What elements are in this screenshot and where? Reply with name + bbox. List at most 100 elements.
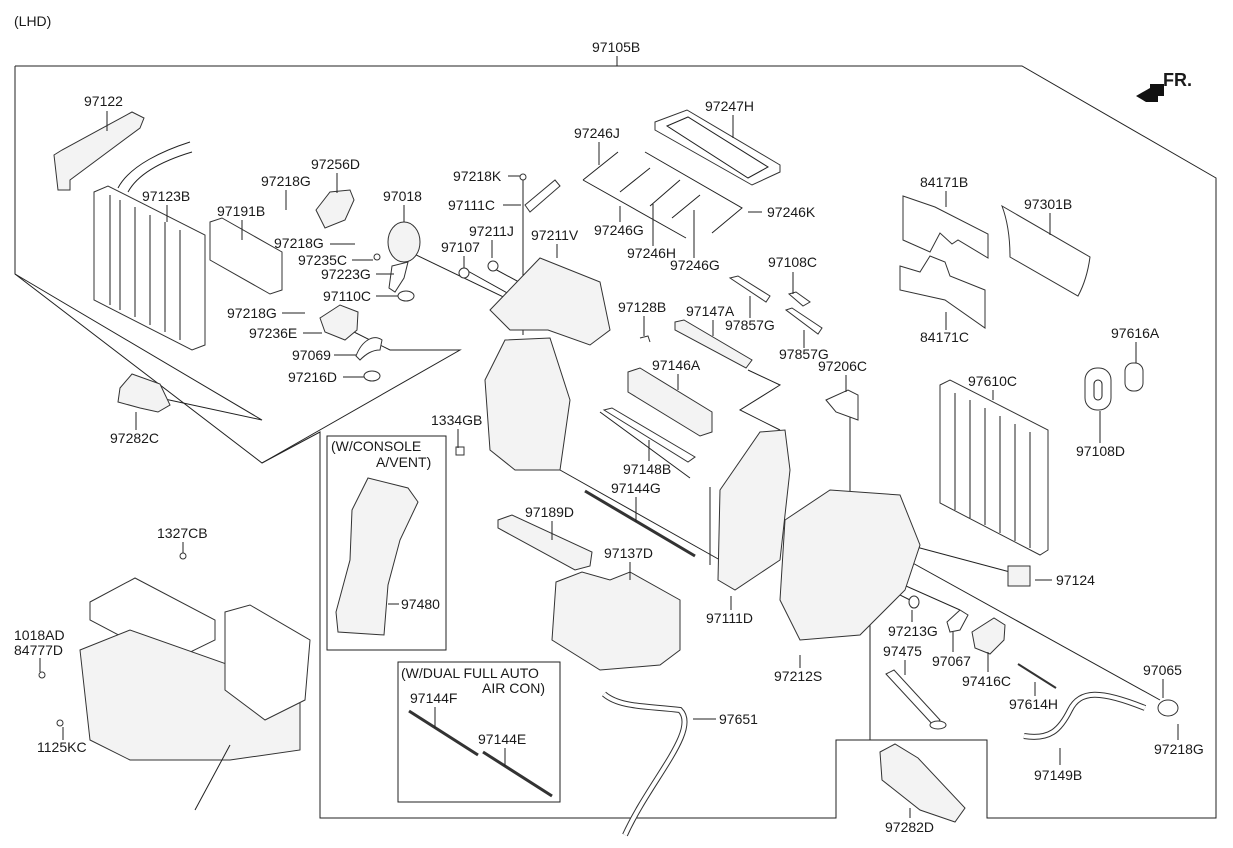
part-label-97069[interactable]: 97069 bbox=[292, 347, 331, 363]
part-97211V-case[interactable] bbox=[489, 257, 611, 346]
part-label-97149b[interactable]: 97149B bbox=[1034, 767, 1082, 783]
part-97108C-pad[interactable] bbox=[787, 291, 811, 307]
part-label-97144e[interactable]: 97144E bbox=[478, 731, 526, 747]
part-label-97211v[interactable]: 97211V bbox=[531, 227, 579, 243]
part-1327CB-nut[interactable] bbox=[179, 552, 187, 560]
part-97146A-door[interactable] bbox=[627, 367, 713, 437]
part-97111D-case[interactable] bbox=[717, 429, 791, 591]
part-label-97282c[interactable]: 97282C bbox=[110, 430, 159, 446]
part-center-housing[interactable] bbox=[484, 337, 571, 471]
part-97256D-actuator[interactable] bbox=[315, 189, 355, 229]
part-label-1327cb[interactable]: 1327CB bbox=[157, 525, 208, 541]
part-label-97123b[interactable]: 97123B bbox=[142, 188, 190, 204]
part-97282C-duct[interactable] bbox=[117, 373, 171, 413]
part-97223G-lever[interactable] bbox=[388, 261, 409, 293]
part-97107-grommet[interactable] bbox=[458, 267, 470, 279]
part-97122-bracket[interactable] bbox=[53, 111, 145, 191]
part-97236E-actuator[interactable] bbox=[319, 304, 359, 341]
assembly-number-label[interactable]: 97105B bbox=[592, 39, 640, 55]
part-97128B-clip[interactable] bbox=[639, 335, 651, 343]
part-label-97301b[interactable]: 97301B bbox=[1024, 196, 1072, 212]
part-label-97189d[interactable]: 97189D bbox=[525, 504, 574, 520]
part-97247H-seal[interactable] bbox=[654, 109, 781, 186]
part-1334GB-clip[interactable] bbox=[455, 446, 465, 456]
part-label-97218g-c[interactable]: 97218G bbox=[227, 305, 277, 321]
part-label-97218g-b[interactable]: 97218G bbox=[274, 235, 324, 251]
part-label-97211j[interactable]: 97211J bbox=[469, 223, 514, 239]
part-label-1125kc[interactable]: 1125KC bbox=[37, 739, 87, 755]
part-97246-seals[interactable] bbox=[582, 151, 743, 239]
part-label-97206c[interactable]: 97206C bbox=[818, 358, 867, 374]
part-97211J-grommet[interactable] bbox=[487, 260, 499, 272]
part-label-97218k[interactable]: 97218K bbox=[453, 168, 502, 184]
part-label-97108c[interactable]: 97108C bbox=[768, 254, 817, 270]
part-label-97223g[interactable]: 97223G bbox=[321, 266, 371, 282]
part-label-84171c[interactable]: 84171C bbox=[920, 329, 969, 345]
part-label-97146a[interactable]: 97146A bbox=[652, 357, 701, 373]
part-label-97213g[interactable]: 97213G bbox=[888, 623, 938, 639]
part-84171B-insulator[interactable] bbox=[902, 195, 989, 259]
part-97067-clip[interactable] bbox=[946, 609, 969, 633]
part-97857G-strip-b[interactable] bbox=[784, 307, 823, 335]
part-97069-clip[interactable] bbox=[355, 337, 383, 361]
part-97651-hose[interactable] bbox=[602, 691, 688, 837]
part-97614H-sensor[interactable] bbox=[1017, 663, 1057, 689]
part-label-84777d[interactable]: 84777D bbox=[14, 642, 63, 658]
part-label-97651[interactable]: 97651 bbox=[719, 711, 758, 727]
part-97137D-case-lower[interactable] bbox=[551, 571, 681, 671]
part-97124-sensor[interactable] bbox=[1007, 565, 1031, 587]
part-label-97124[interactable]: 97124 bbox=[1056, 572, 1095, 588]
part-label-97067[interactable]: 97067 bbox=[932, 653, 971, 669]
part-97212S-case[interactable] bbox=[779, 489, 921, 641]
part-label-97616a[interactable]: 97616A bbox=[1111, 325, 1160, 341]
part-label-97246j[interactable]: 97246J bbox=[574, 125, 620, 141]
part-label-97065[interactable]: 97065 bbox=[1143, 662, 1182, 678]
part-hvac-assembly[interactable] bbox=[79, 577, 311, 811]
part-label-97212s[interactable]: 97212S bbox=[774, 668, 822, 684]
part-97123B-heater-core[interactable] bbox=[93, 141, 206, 351]
part-label-97144f[interactable]: 97144F bbox=[410, 690, 457, 706]
part-label-97216d[interactable]: 97216D bbox=[288, 369, 337, 385]
part-97108D-grommet[interactable] bbox=[1084, 367, 1112, 411]
part-97857G-strip-a[interactable] bbox=[728, 275, 771, 303]
part-label-97111c[interactable]: 97111C bbox=[448, 197, 495, 213]
part-label-97144g[interactable]: 97144G bbox=[611, 480, 661, 496]
part-97480-console-duct[interactable] bbox=[335, 477, 419, 636]
part-1018AD-screw[interactable] bbox=[38, 671, 46, 679]
part-label-97247h[interactable]: 97247H bbox=[705, 98, 754, 114]
part-97111C-bracket[interactable] bbox=[524, 179, 561, 213]
part-97206C-plate[interactable] bbox=[825, 389, 859, 421]
part-97416C-actuator[interactable] bbox=[971, 617, 1006, 655]
part-label-97148b[interactable]: 97148B bbox=[623, 461, 671, 477]
part-97191B-bracket[interactable] bbox=[209, 217, 283, 295]
part-label-97108d[interactable]: 97108D bbox=[1076, 443, 1125, 459]
part-label-97137d[interactable]: 97137D bbox=[604, 545, 653, 561]
part-97144F-cable[interactable] bbox=[408, 709, 479, 757]
part-label-97111d[interactable]: 97111D bbox=[706, 610, 753, 626]
part-label-1334gb[interactable]: 1334GB bbox=[431, 412, 482, 428]
part-label-97282d[interactable]: 97282D bbox=[885, 819, 934, 835]
part-1125KC-screw[interactable] bbox=[56, 719, 64, 727]
part-label-97122[interactable]: 97122 bbox=[84, 93, 123, 109]
part-label-97246g-a[interactable]: 97246G bbox=[594, 222, 644, 238]
part-97218K-screw[interactable] bbox=[519, 173, 527, 181]
part-label-97246k[interactable]: 97246K bbox=[767, 204, 816, 220]
part-97610C-evaporator[interactable] bbox=[939, 379, 1049, 556]
part-label-97857g-b[interactable]: 97857G bbox=[779, 346, 829, 362]
part-label-1018ad[interactable]: 1018AD bbox=[14, 627, 65, 643]
part-97216D-link[interactable] bbox=[363, 370, 381, 382]
part-label-97218g-a[interactable]: 97218G bbox=[261, 173, 311, 189]
part-label-97475[interactable]: 97475 bbox=[883, 643, 922, 659]
part-label-97614h[interactable]: 97614H bbox=[1009, 696, 1058, 712]
part-84171C-insulator[interactable] bbox=[899, 255, 986, 329]
part-label-97018[interactable]: 97018 bbox=[383, 188, 422, 204]
part-97213G-clip[interactable] bbox=[908, 595, 920, 609]
part-97235C-nut[interactable] bbox=[373, 253, 381, 261]
part-97065-fitting[interactable] bbox=[1157, 699, 1179, 717]
part-label-97857g-a[interactable]: 97857G bbox=[725, 317, 775, 333]
part-97301B-pad[interactable] bbox=[1001, 204, 1091, 297]
part-label-97236e[interactable]: 97236E bbox=[249, 325, 297, 341]
part-97616A-grommet[interactable] bbox=[1124, 362, 1144, 392]
part-label-97128b[interactable]: 97128B bbox=[618, 299, 666, 315]
part-97282D-duct[interactable] bbox=[879, 743, 966, 823]
